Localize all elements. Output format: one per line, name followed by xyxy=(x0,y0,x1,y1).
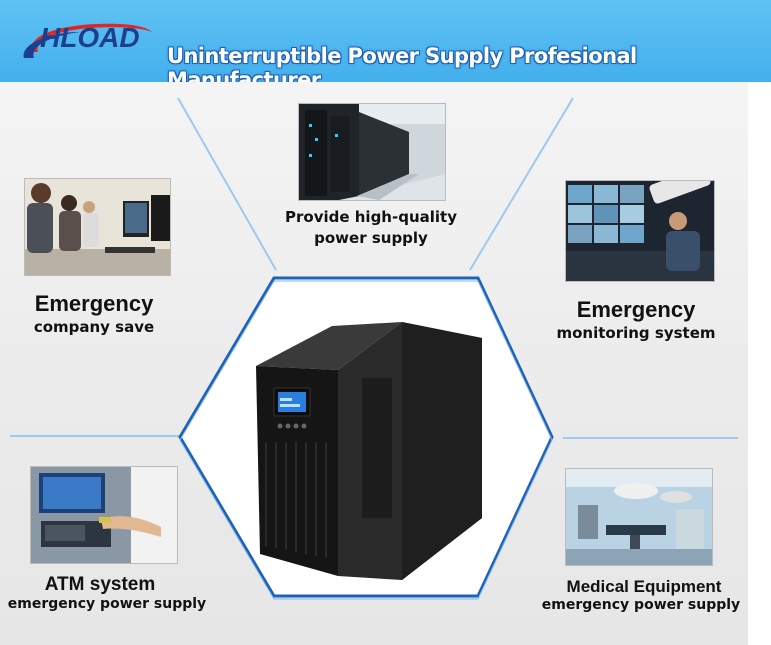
right-top-title: Emergency xyxy=(576,297,696,322)
left-top-title: Emergency xyxy=(34,291,154,316)
right-bottom-subtitle: emergency power supply xyxy=(541,597,741,613)
top-label-line1: Provide high-quality xyxy=(285,208,457,226)
left-bottom-subtitle: emergency power supply xyxy=(7,596,207,612)
right-bottom-title: Medical Equipment xyxy=(566,577,722,596)
server-room-photo xyxy=(298,103,446,201)
monitoring-photo xyxy=(565,180,715,282)
top-label-line2: power supply xyxy=(314,229,428,247)
ups-device-icon xyxy=(256,322,482,580)
atm-photo xyxy=(30,466,178,564)
right-strip xyxy=(748,82,771,645)
left-bottom-title: ATM system xyxy=(44,574,156,595)
medical-photo xyxy=(565,468,713,566)
office-photo xyxy=(24,178,171,276)
right-top-subtitle: monitoring system xyxy=(556,324,716,342)
logo-text: HLOAD xyxy=(40,22,140,53)
left-top-subtitle: company save xyxy=(33,318,155,336)
logo-swoosh-icon xyxy=(23,23,153,58)
